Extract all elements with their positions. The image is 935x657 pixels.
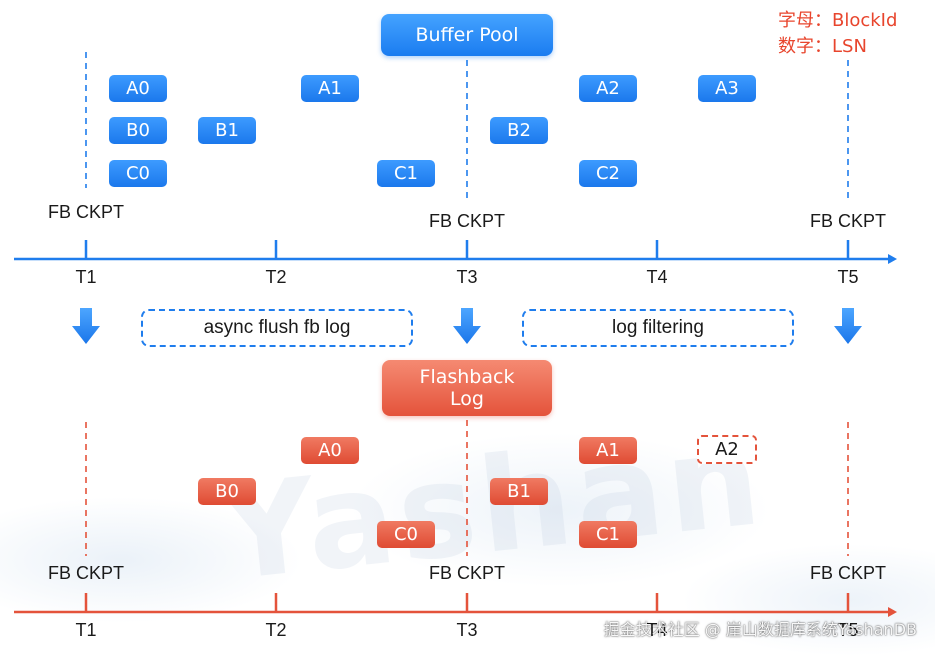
down-arrow-icon [834, 308, 862, 344]
flashback-tick-label-t5: T5 [837, 620, 859, 640]
flashback-block-a1: A1 [579, 437, 637, 464]
buffer-ckpt-t1: FB CKPT [47, 202, 125, 222]
buffer-block-a0: A0 [109, 75, 167, 102]
legend: 字母：BlockId 数字：LSN [778, 8, 897, 60]
buffer-pool-timeline-arrowhead [888, 254, 897, 264]
buffer-block-a3: A3 [698, 75, 756, 102]
flashback-tick-label-t2: T2 [265, 620, 287, 640]
buffer-ckpt-t3: FB CKPT [428, 211, 506, 231]
buffer-block-b1: B1 [198, 117, 256, 144]
buffer-block-c1: C1 [377, 160, 435, 187]
flashback-tick-label-t4: T4 [646, 620, 668, 640]
legend-lsn: 数字：LSN [778, 36, 867, 57]
buffer-block-c2: C2 [579, 160, 637, 187]
buffer-tick-label-t2: T2 [265, 267, 287, 287]
flashback-block-a0: A0 [301, 437, 359, 464]
flashback-ckpt-t3: FB CKPT [428, 563, 506, 583]
buffer-tick-label-t3: T3 [456, 267, 478, 287]
flashback-ckpt-t1: FB CKPT [47, 563, 125, 583]
async-flush-process: async flush fb log [141, 309, 413, 347]
buffer-tick-label-t4: T4 [646, 267, 668, 287]
buffer-block-a2: A2 [579, 75, 637, 102]
buffer-block-b2: B2 [490, 117, 548, 144]
buffer-block-c0: C0 [109, 160, 167, 187]
flashback-tick-label-t1: T1 [75, 620, 97, 640]
flashback-block-a2-filtered: A2 [697, 435, 757, 464]
flashback-tick-label-t3: T3 [456, 620, 478, 640]
buffer-block-a1: A1 [301, 75, 359, 102]
flashback-block-c0: C0 [377, 521, 435, 548]
flashback-block-c1: C1 [579, 521, 637, 548]
buffer-tick-label-t1: T1 [75, 267, 97, 287]
flashback-timeline-arrowhead [888, 607, 897, 617]
buffer-ckpt-t5: FB CKPT [809, 211, 887, 231]
flashback-ckpt-t5: FB CKPT [809, 563, 887, 583]
flashback-log-title: Flashback Log [382, 360, 552, 416]
buffer-tick-label-t5: T5 [837, 267, 859, 287]
flashback-block-b1: B1 [490, 478, 548, 505]
footer-credit-watermark: 掘金技术社区 @ 崖山数据库系统YashanDB [603, 620, 917, 639]
buffer-pool-title: Buffer Pool [381, 14, 553, 56]
log-filtering-process: log filtering [522, 309, 794, 347]
buffer-block-b0: B0 [109, 117, 167, 144]
legend-blockid: 字母：BlockId [778, 10, 898, 31]
down-arrow-icon [453, 308, 481, 344]
flashback-block-b0: B0 [198, 478, 256, 505]
down-arrow-icon [72, 308, 100, 344]
